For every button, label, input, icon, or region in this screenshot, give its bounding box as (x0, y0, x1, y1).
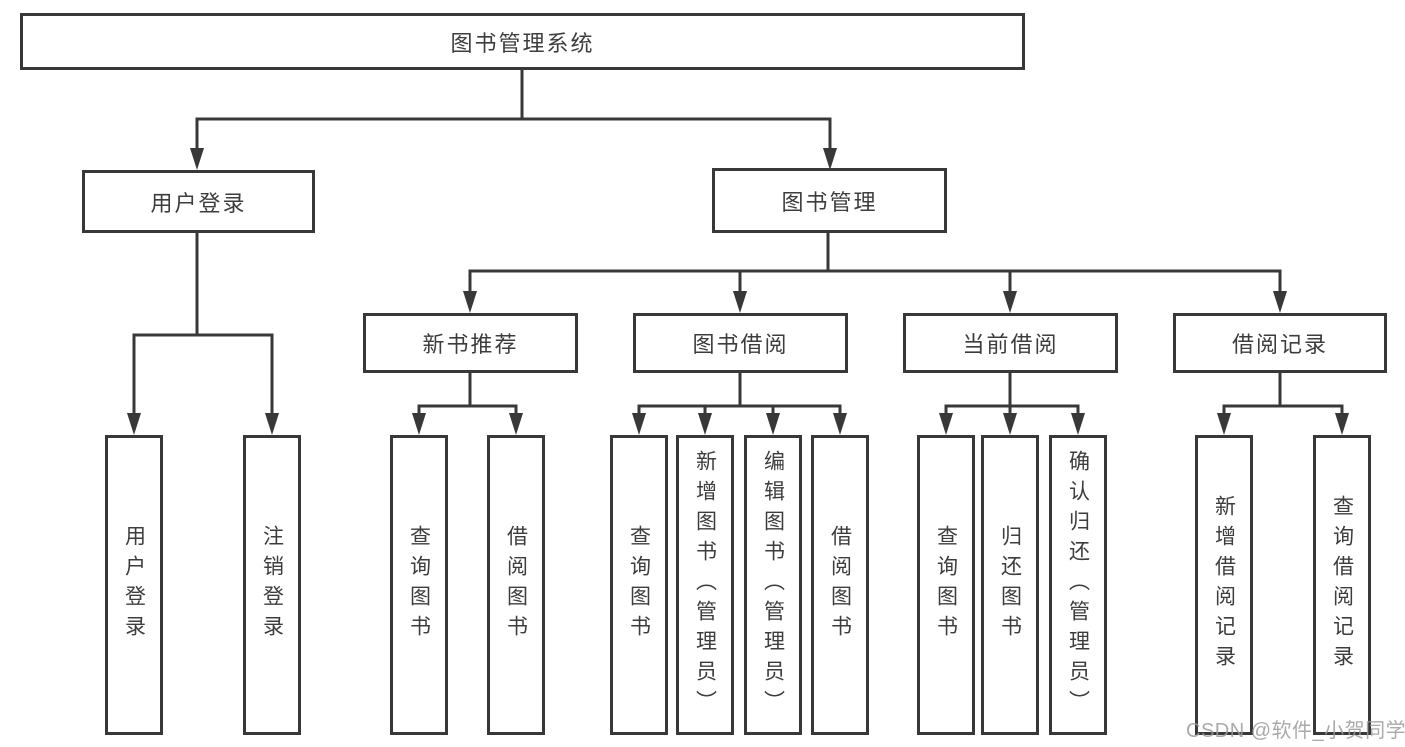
leaf-borrow-query-books: 查询图书 (610, 435, 668, 735)
leaf-logout-login: 注销登录 (243, 435, 301, 735)
connector-root-to-level2 (190, 66, 837, 170)
node-library-management-system: 图书管理系统 (20, 13, 1025, 70)
leaf-records-add-record: 新增借阅记录 (1195, 435, 1253, 735)
node-book-borrowing: 图书借阅 (633, 313, 848, 373)
node-user-login: 用户登录 (82, 170, 315, 233)
leaf-current-query-books: 查询图书 (917, 435, 975, 735)
csdn-watermark: CSDN @软件_小贺同学 (1186, 720, 1405, 742)
connector-current-borrowing-children (939, 371, 1085, 435)
connector-borrowing-records-children (1217, 371, 1349, 435)
leaf-borrow-borrow-books: 借阅图书 (811, 435, 869, 735)
leaf-recommend-borrow-books: 借阅图书 (487, 435, 545, 735)
leaf-current-return-books: 归还图书 (981, 435, 1039, 735)
leaf-borrow-add-books-admin: 新增图书（管理员） (676, 435, 734, 735)
leaf-borrow-edit-books-admin: 编辑图书（管理员） (744, 435, 802, 735)
leaf-current-confirm-return-admin: 确认归还（管理员） (1049, 435, 1107, 735)
node-current-borrowing: 当前借阅 (903, 313, 1118, 373)
node-book-management: 图书管理 (712, 168, 947, 233)
connector-book-management-children (463, 231, 1287, 313)
node-borrowing-records: 借阅记录 (1173, 313, 1387, 373)
leaf-records-query-record: 查询借阅记录 (1313, 435, 1371, 735)
leaf-recommend-query-books: 查询图书 (390, 435, 448, 735)
node-new-book-recommendation: 新书推荐 (363, 313, 578, 373)
leaf-user-login: 用户登录 (105, 435, 163, 735)
connector-user-login-children (127, 231, 279, 435)
connector-new-book-recommendation-children (412, 371, 523, 435)
connector-book-borrowing-children (632, 371, 847, 435)
